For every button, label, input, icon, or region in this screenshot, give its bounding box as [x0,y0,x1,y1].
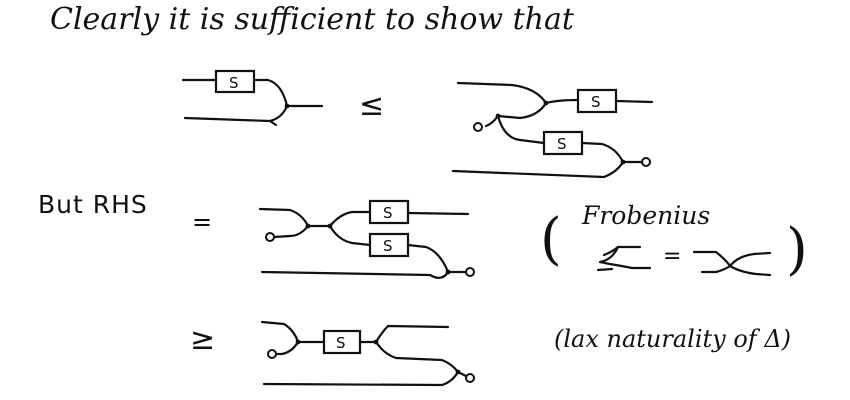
s-box [322,329,362,355]
s-box [542,130,584,156]
lax-note-text: lax naturality of Δ) [563,325,792,353]
frobenius-label: Frobenius [582,201,711,230]
lax-naturality-note: (lax naturality of Δ) [554,325,792,353]
s-box [368,232,410,258]
s-box [368,199,410,225]
s-box-label: S [383,204,393,222]
frobenius-rewritten-diagram: S S [258,199,475,279]
but-rhs-label: But RHS [38,190,148,219]
leq-symbol: ≤ [359,88,385,123]
s-box-label: S [336,334,346,352]
s-box-label: S [591,93,601,111]
frobenius-equals: = [663,244,682,269]
frobenius-open-paren: ( [540,207,562,272]
s-box-label: S [229,74,239,92]
lax-naturality-diagram: S [260,320,475,387]
s-box-label: S [383,237,393,255]
geq-symbol: ≥ [190,322,216,357]
rhs-diagram: S S [451,81,654,179]
lhs-diagram: S [181,69,324,127]
frobenius-equation [596,245,772,277]
s-box [576,88,618,114]
s-box [214,69,256,94]
equals-symbol: = [192,208,213,236]
frobenius-close-paren: ) [786,217,808,282]
intro-sentence: Clearly it is sufficient to show that [50,2,574,37]
s-box-label: S [557,135,567,153]
